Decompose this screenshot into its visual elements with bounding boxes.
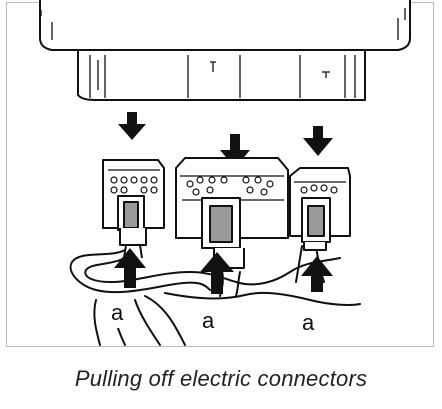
callout-middle: a <box>202 308 215 333</box>
latch-middle <box>209 205 233 243</box>
callout-left: a <box>111 300 124 325</box>
callout-left-bubble <box>103 298 133 328</box>
connector-left <box>102 159 165 259</box>
callout-right: a <box>302 310 315 335</box>
latch-left <box>123 201 139 229</box>
up-arrow-left <box>114 248 146 288</box>
pull-up-arrows <box>114 248 333 294</box>
connector-middle <box>175 157 289 269</box>
callouts: a a a <box>103 298 315 335</box>
connector-diagram: a a a <box>39 0 411 346</box>
up-arrow-right <box>301 256 333 292</box>
control-unit-housing <box>39 0 411 101</box>
down-arrow-right <box>303 126 333 156</box>
down-arrow-left <box>118 112 146 140</box>
connector-right <box>289 167 351 251</box>
up-arrow-middle <box>200 252 234 294</box>
down-arrow-middle <box>220 134 250 168</box>
latch-right <box>307 205 325 237</box>
figure-caption: Pulling off electric connectors <box>74 366 368 391</box>
push-down-arrows <box>118 112 333 168</box>
